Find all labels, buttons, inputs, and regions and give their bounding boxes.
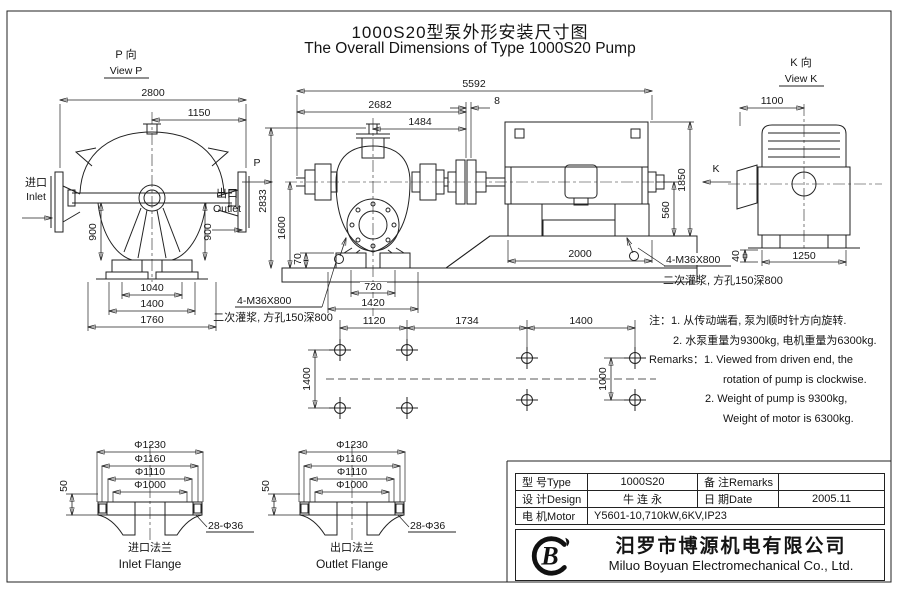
outlet-flange-label-zh: 出口法兰	[330, 540, 374, 554]
type-value: 1000S20	[588, 474, 698, 491]
inlet-dim-d1110: Φ1110	[135, 466, 165, 478]
dim-720: 720	[364, 281, 382, 293]
note-en-line4: Weight of motor is 6300kg.	[723, 412, 854, 425]
dim-560: 560	[660, 201, 672, 219]
view-p-heading-en: View P	[110, 65, 143, 77]
inlet-dim-d1230: Φ1230	[134, 439, 166, 451]
inlet-dim-d1000: Φ1000	[134, 479, 166, 491]
drawing-title-en: The Overall Dimensions of Type 1000S20 P…	[304, 40, 636, 57]
dim-900-right: 900	[202, 223, 214, 241]
k-direction-label: K	[712, 163, 719, 175]
remarks-value	[779, 474, 884, 491]
grout-note-right: 二次灌浆, 方孔150深800	[663, 273, 783, 287]
dim-1120: 1120	[363, 315, 386, 327]
dim-1760: 1760	[140, 314, 164, 326]
dim-8: 8	[494, 95, 500, 107]
company-name-zh: 汨罗市博源机电有限公司	[615, 536, 847, 557]
view-k: K 向 View K 1100 1250 40	[728, 55, 882, 266]
view-p: P 向 View P 2800 1150	[22, 47, 250, 331]
logo-letter: B	[540, 542, 558, 571]
dim-1850: 1850	[676, 168, 688, 192]
dim-1400-plan: 1400	[569, 315, 593, 327]
dim-1250: 1250	[792, 250, 816, 262]
foundation-plan: 1120 1734 1400 1400 1000	[301, 315, 656, 419]
outlet-dim-d1230: Φ1230	[336, 439, 368, 451]
dim-2000: 2000	[568, 248, 592, 260]
note-zh-label: 注：	[649, 315, 671, 327]
note-en-line3: 2. Weight of pump is 9300kg,	[705, 393, 848, 405]
remarks-label: 备 注Remarks	[698, 474, 779, 491]
anchor-callout-right: 4-M36X800	[666, 254, 720, 266]
grout-note-left: 二次灌浆, 方孔150深800	[213, 310, 333, 324]
dim-1420: 1420	[361, 297, 385, 309]
dim-1040: 1040	[140, 282, 164, 294]
anchor-callout-left: 4-M36X800	[237, 295, 291, 307]
outlet-dim-d1110: Φ1110	[337, 466, 367, 478]
outlet-flange-label-en: Outlet Flange	[316, 557, 388, 571]
notes-block: 注：1. 从传动端看, 泵为顺时针方向旋转. 2. 水泵重量为9300kg, 电…	[649, 312, 895, 429]
inlet-holes-callout: 28-Φ36	[208, 520, 243, 532]
type-label: 型 号Type	[516, 474, 588, 491]
dim-70: 70	[292, 253, 304, 265]
inlet-label-en: Inlet	[26, 191, 46, 203]
p-direction-label: P	[253, 157, 260, 169]
note-zh-line2: 2. 水泵重量为9300kg, 电机重量为6300kg.	[673, 334, 877, 347]
note-en-line2: rotation of pump is clockwise.	[723, 373, 867, 386]
outlet-dim-d1000: Φ1000	[336, 479, 368, 491]
title-block-table: 型 号Type 1000S20 备 注Remarks 设 计Design 牛 连…	[515, 473, 885, 526]
dim-1734: 1734	[455, 315, 479, 327]
view-k-heading-zh: K 向	[790, 55, 811, 69]
motor-label: 电 机Motor	[516, 507, 588, 525]
outlet-label-zh: 出口	[216, 186, 238, 200]
drawing-frame	[6, 10, 892, 583]
view-k-heading-en: View K	[785, 73, 818, 85]
inlet-flange-label-zh: 进口法兰	[128, 540, 172, 554]
date-value: 2005.11	[779, 491, 884, 508]
inlet-flange-detail: Φ1230 Φ1160 Φ1110 Φ1000 50 28-Φ36 进口法兰 I…	[58, 439, 254, 571]
anchor-bolt-symbols	[329, 339, 646, 419]
inlet-label-zh: 进口	[25, 176, 47, 189]
outlet-dim-50: 50	[260, 480, 272, 492]
dim-5592: 5592	[462, 78, 486, 90]
note-en-label: Remarks：	[649, 354, 705, 366]
outlet-holes-callout: 28-Φ36	[410, 520, 445, 532]
dim-1400-vertical: 1400	[301, 367, 313, 391]
design-label: 设 计Design	[516, 490, 588, 508]
dim-1100: 1100	[761, 95, 784, 107]
note-en-line1: Remarks：1. Viewed from driven end, the	[649, 354, 854, 366]
motor-value: Y5601-10,710kW,6KV,IP23	[594, 509, 727, 522]
dim-1484: 1484	[408, 116, 432, 128]
view-p-heading-zh: P 向	[115, 47, 136, 61]
dim-2833: 2833	[257, 189, 269, 213]
dim-2682: 2682	[368, 99, 392, 111]
main-view: 5592 2682 1484 8 2833 1600 70 P	[213, 78, 783, 324]
inlet-flange-label-en: Inlet Flange	[119, 557, 182, 571]
company-logo: B	[531, 536, 570, 576]
dim-2800: 2800	[141, 87, 165, 99]
outlet-label-en: Outlet	[213, 203, 241, 215]
date-label: 日 期Date	[698, 490, 779, 508]
outlet-flange-detail: Φ1230 Φ1160 Φ1110 Φ1000 50 28-Φ36 出口法兰 O…	[260, 439, 456, 571]
dim-1600: 1600	[276, 216, 288, 240]
inlet-dim-50: 50	[58, 480, 70, 492]
outlet-dim-d1160: Φ1160	[337, 453, 368, 465]
design-value: 牛 连 永	[588, 490, 698, 508]
dim-1150: 1150	[188, 107, 211, 119]
inlet-dim-d1160: Φ1160	[135, 453, 166, 465]
company-names: 汨罗市博源机电有限公司 Miluo Boyuan Electromechanic…	[578, 536, 884, 574]
drawing-title-zh: 1000S20型泵外形安装尺寸图	[351, 23, 589, 42]
dim-900-left: 900	[87, 223, 99, 241]
dim-1400: 1400	[140, 298, 164, 310]
note-zh-line1: 注：1. 从传动端看, 泵为顺时针方向旋转.	[649, 315, 847, 327]
company-banner: B 汨罗市博源机电有限公司 Miluo Boyuan Electromechan…	[515, 529, 885, 581]
company-name-en: Miluo Boyuan Electromechanical Co., Ltd.	[608, 558, 854, 573]
dim-40: 40	[730, 250, 742, 262]
